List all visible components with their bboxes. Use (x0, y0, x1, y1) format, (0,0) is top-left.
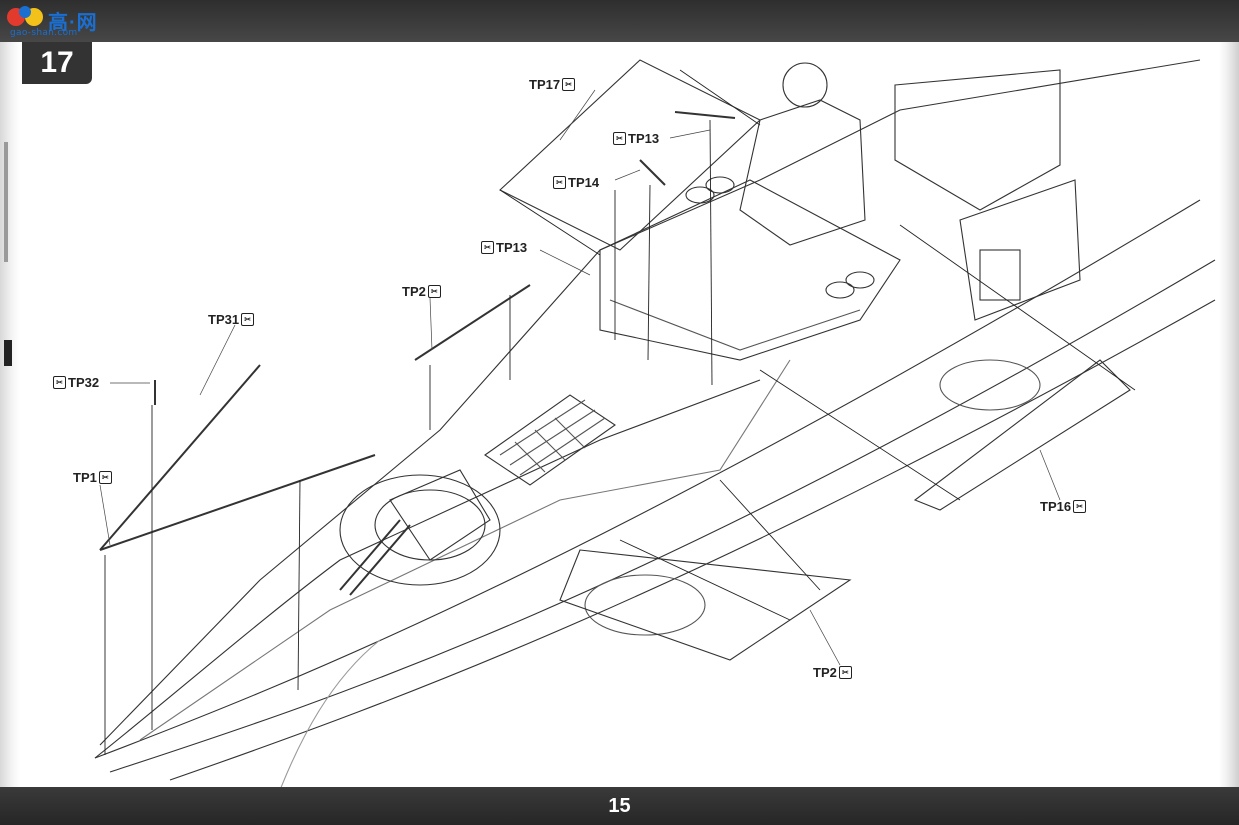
bridge-window-row (609, 299, 861, 351)
hangar-door (979, 249, 1021, 301)
bottom-footer-bar: 15 (0, 787, 1239, 825)
torpedo-tube (825, 281, 855, 299)
photo-etch-part-icon: ✂ (613, 132, 626, 145)
arrow-line (759, 369, 961, 501)
arrow-line (679, 69, 761, 126)
arrow-line (647, 184, 651, 361)
photo-etch-part-icon: ✂ (53, 376, 66, 389)
part-tp17-platform (499, 59, 761, 251)
hangar-block (959, 179, 1081, 321)
callout-tp1: TP1 ✂ (73, 470, 112, 485)
sponson-upper (939, 359, 1041, 411)
hull-outline (94, 199, 1201, 759)
part-tp2-lower-deck (559, 549, 852, 661)
hull-chine (280, 639, 381, 787)
arrow-line (297, 479, 301, 691)
photo-etch-part-icon: ✂ (481, 241, 494, 254)
funnel-block (894, 69, 1061, 211)
ship-assembly-drawing (94, 59, 1216, 787)
main-gun-barrel (339, 519, 411, 596)
callout-tp14: ✂ TP14 (553, 175, 599, 190)
vls-cells (499, 399, 606, 476)
torpedo-tube (685, 186, 715, 204)
photo-etch-part-icon: ✂ (98, 471, 112, 484)
left-binding-edge (0, 42, 20, 787)
photo-etch-part-icon: ✂ (838, 666, 852, 679)
callout-tp13-lower-label: TP13 (496, 240, 528, 255)
callout-tp32: ✂ TP32 (53, 375, 99, 390)
right-binding-edge (1219, 42, 1239, 787)
radar-dome (782, 62, 828, 108)
callout-tp14-label: TP14 (568, 175, 600, 190)
step-number: 17 (40, 46, 74, 79)
callout-tp16: TP16 ✂ (1040, 499, 1087, 514)
callout-tp2-upper: TP2 ✂ (402, 284, 441, 299)
step-number-box: 17 (22, 42, 92, 84)
hull-lower-line (169, 299, 1216, 781)
part-tp14-rail (639, 159, 666, 186)
callout-tp2-lower-label: TP2 (813, 665, 837, 680)
sponson-lower (584, 574, 706, 636)
main-gun-turret-base (339, 474, 501, 586)
callout-tp13-lower: ✂ TP13 (481, 240, 527, 255)
callout-tp13-upper-label: TP13 (628, 131, 660, 146)
callout-tp1-label: TP1 (73, 470, 97, 485)
callout-tp32-label: TP32 (68, 375, 100, 390)
callout-tp31: TP31 ✂ (208, 312, 255, 327)
photo-etch-part-icon: ✂ (553, 176, 566, 189)
part-tp13-rail (674, 111, 736, 119)
binding-mark (4, 142, 8, 262)
part-tp1-rail (99, 454, 376, 551)
logo-url: gao-shan.com (10, 28, 78, 38)
callout-tp16-label: TP16 (1040, 499, 1072, 514)
site-logo[interactable]: 高·网 gao-shan.com (2, 2, 98, 38)
bridge-superstructure (599, 179, 901, 361)
callout-leaders (99, 89, 1061, 666)
vls-block (484, 394, 616, 486)
part-tp2-upper-rail (414, 284, 531, 361)
main-gun-turret (389, 469, 491, 561)
torpedo-tube (705, 176, 735, 194)
arrow-line (619, 539, 791, 621)
top-header-bar: 高·网 gao-shan.com (0, 0, 1239, 42)
main-gun-turret-ring (374, 489, 486, 561)
hull-keel-line (109, 259, 1216, 773)
arrow-line (499, 189, 601, 256)
photo-etch-part-icon: ✂ (1073, 500, 1087, 513)
attachment-arrows (104, 69, 1136, 755)
callout-tp13-upper: ✂ TP13 (613, 131, 659, 146)
callout-tp2-lower: TP2 ✂ (813, 665, 852, 680)
site-logo-icon (7, 6, 43, 26)
arrow-line (719, 479, 821, 591)
arrow-line (709, 119, 713, 386)
photo-etch-part-icon: ✂ (562, 78, 576, 91)
callout-tp17-label: TP17 (529, 77, 561, 92)
callout-tp31-label: TP31 (208, 312, 240, 327)
part-tp31-rail (99, 364, 261, 551)
logo-text: 高·网 (48, 12, 98, 34)
photo-etch-part-icon: ✂ (427, 285, 441, 298)
callout-tp17: TP17 ✂ (529, 77, 576, 92)
callout-tp2-upper-label: TP2 (402, 284, 426, 299)
torpedo-tube (845, 271, 875, 289)
part-tp16-deck (913, 359, 1131, 511)
photo-etch-part-icon: ✂ (241, 313, 255, 326)
deck-inner-line (139, 359, 791, 741)
forecastle-deck (99, 59, 1201, 746)
page-number: 15 (608, 795, 631, 817)
hull-deck-edge (94, 379, 761, 759)
arrow-line (899, 224, 1136, 391)
binding-tab (4, 340, 12, 366)
